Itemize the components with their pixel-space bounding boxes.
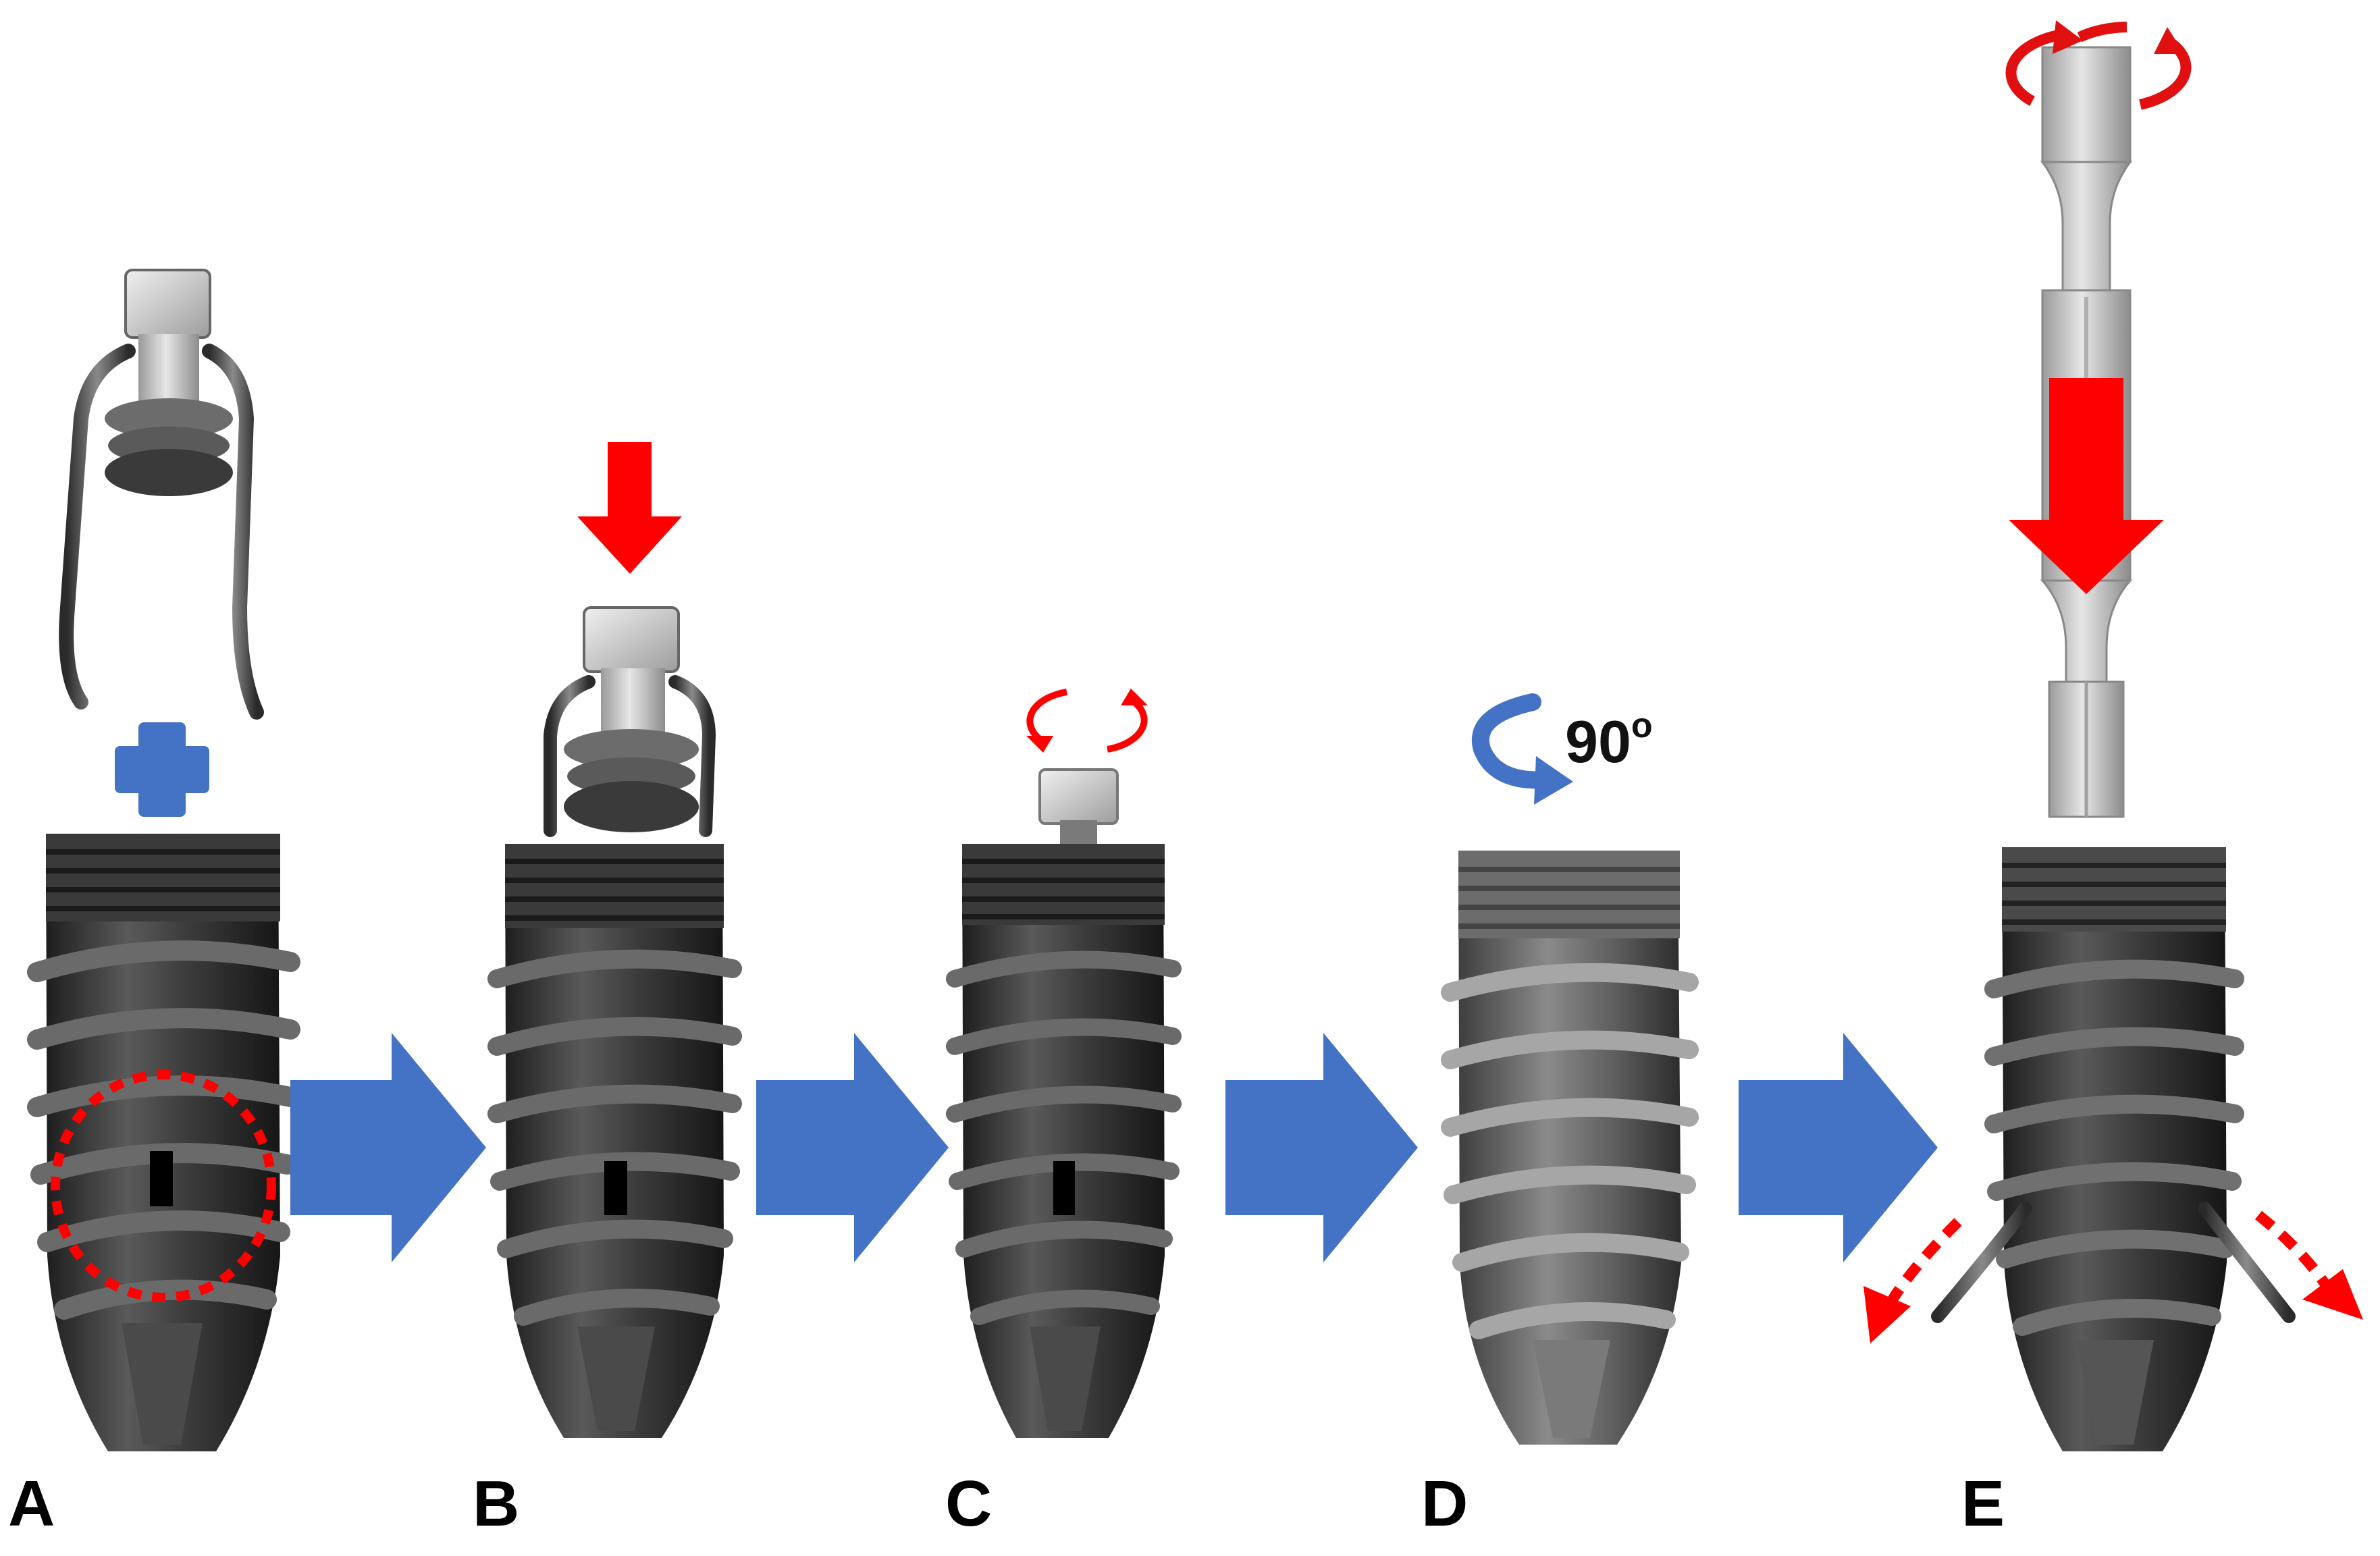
process-arrow-1 bbox=[290, 1033, 486, 1262]
spring-component-b bbox=[544, 606, 716, 837]
panel-label-b: B bbox=[473, 1468, 520, 1540]
rotation-90-arrow-icon bbox=[1471, 693, 1573, 805]
rotation-angle-label: 90o bbox=[1565, 706, 1653, 775]
implant-body-a bbox=[27, 834, 300, 1451]
process-arrow-3 bbox=[1225, 1033, 1418, 1262]
spring-deploy-arrow-right bbox=[2255, 1210, 2363, 1320]
spring-component-c bbox=[1038, 768, 1119, 844]
plus-icon bbox=[115, 722, 209, 817]
process-arrow-4 bbox=[1739, 1033, 1938, 1262]
hole-highlight-circle bbox=[51, 1070, 276, 1302]
process-arrow-2 bbox=[756, 1033, 949, 1262]
press-down-arrow-b bbox=[577, 442, 682, 574]
panel-label-c: C bbox=[945, 1468, 993, 1540]
rotation-arrows-e bbox=[2005, 20, 2192, 110]
spring-component-a bbox=[59, 269, 264, 720]
spring-deploy-arrow-left bbox=[1863, 1218, 1962, 1343]
panel-label-d: D bbox=[1421, 1468, 1469, 1540]
implant-body-d bbox=[1441, 851, 1699, 1445]
implant-body-e bbox=[1931, 847, 2296, 1451]
rotation-arrows-c bbox=[1026, 689, 1148, 753]
implant-body-c bbox=[946, 844, 1182, 1438]
implant-body-b bbox=[487, 844, 742, 1438]
panel-label-e: E bbox=[1961, 1468, 2005, 1540]
press-down-arrow-e bbox=[2009, 378, 2164, 594]
panel-label-a: A bbox=[8, 1468, 55, 1540]
